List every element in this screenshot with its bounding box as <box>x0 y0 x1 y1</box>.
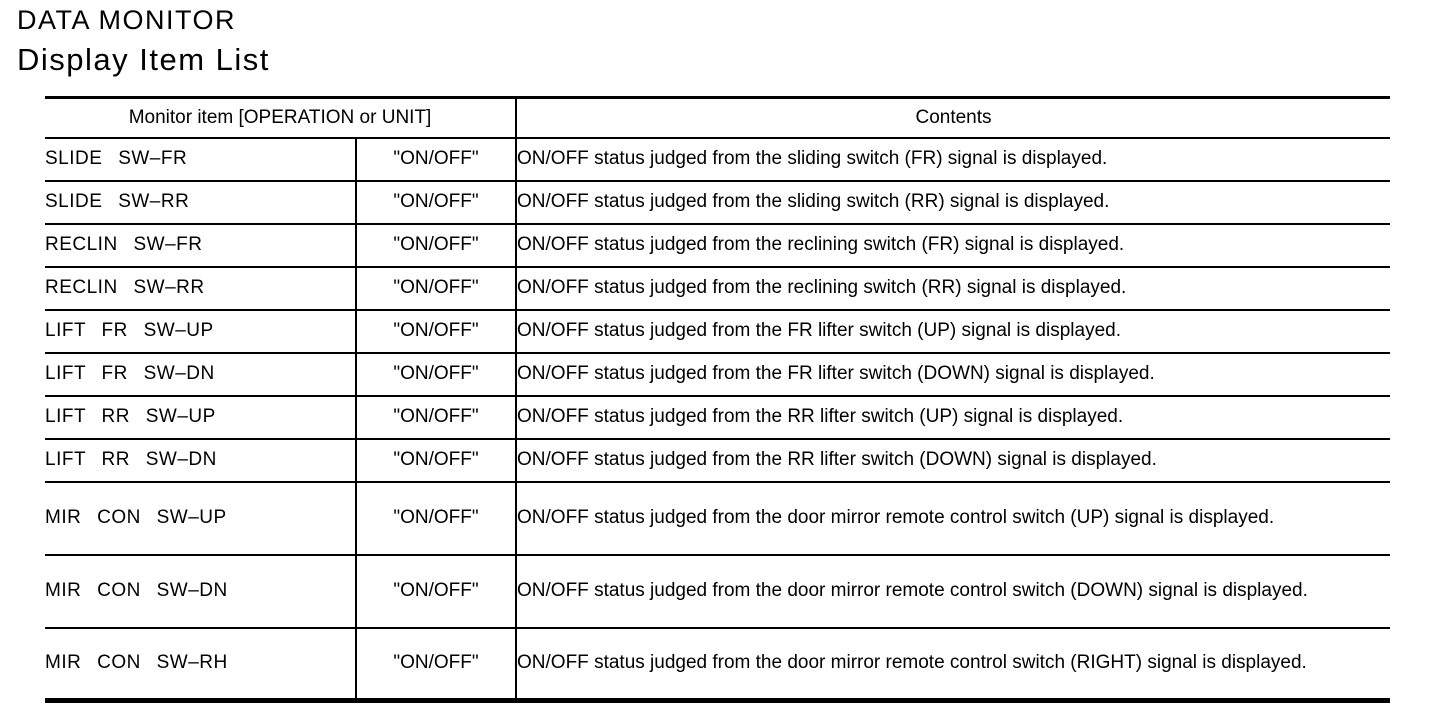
column-header-monitor-item: Monitor item [OPERATION or UNIT] <box>45 97 518 139</box>
table-row: LIFT FR SW–UP "ON/OFF" ON/OFF status jud… <box>45 309 1391 354</box>
operation-cell: "ON/OFF" <box>356 438 518 483</box>
operation-cell: "ON/OFF" <box>356 481 518 556</box>
contents-cell: ON/OFF status judged from the FR lifter … <box>516 352 1391 397</box>
contents-cell: ON/OFF status judged from the RR lifter … <box>516 438 1391 483</box>
contents-cell: ON/OFF status judged from the sliding sw… <box>516 180 1391 225</box>
operation-cell: "ON/OFF" <box>356 223 518 268</box>
operation-cell: "ON/OFF" <box>356 309 518 354</box>
operation-cell: "ON/OFF" <box>356 627 518 702</box>
operation-cell: "ON/OFF" <box>356 395 518 440</box>
monitor-item-cell: MIR CON SW–DN <box>45 554 357 629</box>
monitor-item-cell: MIR CON SW–RH <box>45 627 357 702</box>
monitor-item-cell: LIFT FR SW–DN <box>45 352 357 397</box>
monitor-item-cell: RECLIN SW–FR <box>45 223 357 268</box>
section-title: Display Item List <box>17 42 270 78</box>
monitor-item-cell: LIFT RR SW–UP <box>45 395 357 440</box>
operation-cell: "ON/OFF" <box>356 180 518 225</box>
table-row: LIFT RR SW–UP "ON/OFF" ON/OFF status jud… <box>45 395 1391 440</box>
monitor-item-cell: SLIDE SW–FR <box>45 137 357 182</box>
table-row: MIR CON SW–DN "ON/OFF" ON/OFF status jud… <box>45 554 1391 629</box>
operation-cell: "ON/OFF" <box>356 554 518 629</box>
monitor-item-cell: RECLIN SW–RR <box>45 266 357 311</box>
table-row: RECLIN SW–RR "ON/OFF" ON/OFF status judg… <box>45 266 1391 311</box>
display-item-list-table: Monitor item [OPERATION or UNIT] Content… <box>45 95 1391 704</box>
monitor-item-cell: MIR CON SW–UP <box>45 481 357 556</box>
contents-cell: ON/OFF status judged from the reclining … <box>516 266 1391 311</box>
monitor-item-cell: LIFT FR SW–UP <box>45 309 357 354</box>
table-row: MIR CON SW–UP "ON/OFF" ON/OFF status jud… <box>45 481 1391 556</box>
table-row: SLIDE SW–RR "ON/OFF" ON/OFF status judge… <box>45 180 1391 225</box>
operation-cell: "ON/OFF" <box>356 137 518 182</box>
contents-cell: ON/OFF status judged from the RR lifter … <box>516 395 1391 440</box>
monitor-item-cell: SLIDE SW–RR <box>45 180 357 225</box>
contents-cell: ON/OFF status judged from the door mirro… <box>516 481 1391 556</box>
table-row: MIR CON SW–RH "ON/OFF" ON/OFF status jud… <box>45 627 1391 702</box>
table-header-row: Monitor item [OPERATION or UNIT] Content… <box>45 97 1391 139</box>
operation-cell: "ON/OFF" <box>356 352 518 397</box>
table-row: LIFT RR SW–DN "ON/OFF" ON/OFF status jud… <box>45 438 1391 483</box>
contents-cell: ON/OFF status judged from the door mirro… <box>516 554 1391 629</box>
contents-cell: ON/OFF status judged from the reclining … <box>516 223 1391 268</box>
monitor-item-cell: LIFT RR SW–DN <box>45 438 357 483</box>
column-header-contents: Contents <box>516 97 1391 139</box>
page-title: DATA MONITOR <box>17 5 237 35</box>
contents-cell: ON/OFF status judged from the FR lifter … <box>516 309 1391 354</box>
contents-cell: ON/OFF status judged from the sliding sw… <box>516 137 1391 182</box>
contents-cell: ON/OFF status judged from the door mirro… <box>516 627 1391 702</box>
table-row: RECLIN SW–FR "ON/OFF" ON/OFF status judg… <box>45 223 1391 268</box>
table-row: LIFT FR SW–DN "ON/OFF" ON/OFF status jud… <box>45 352 1391 397</box>
table-row: SLIDE SW–FR "ON/OFF" ON/OFF status judge… <box>45 137 1391 182</box>
operation-cell: "ON/OFF" <box>356 266 518 311</box>
